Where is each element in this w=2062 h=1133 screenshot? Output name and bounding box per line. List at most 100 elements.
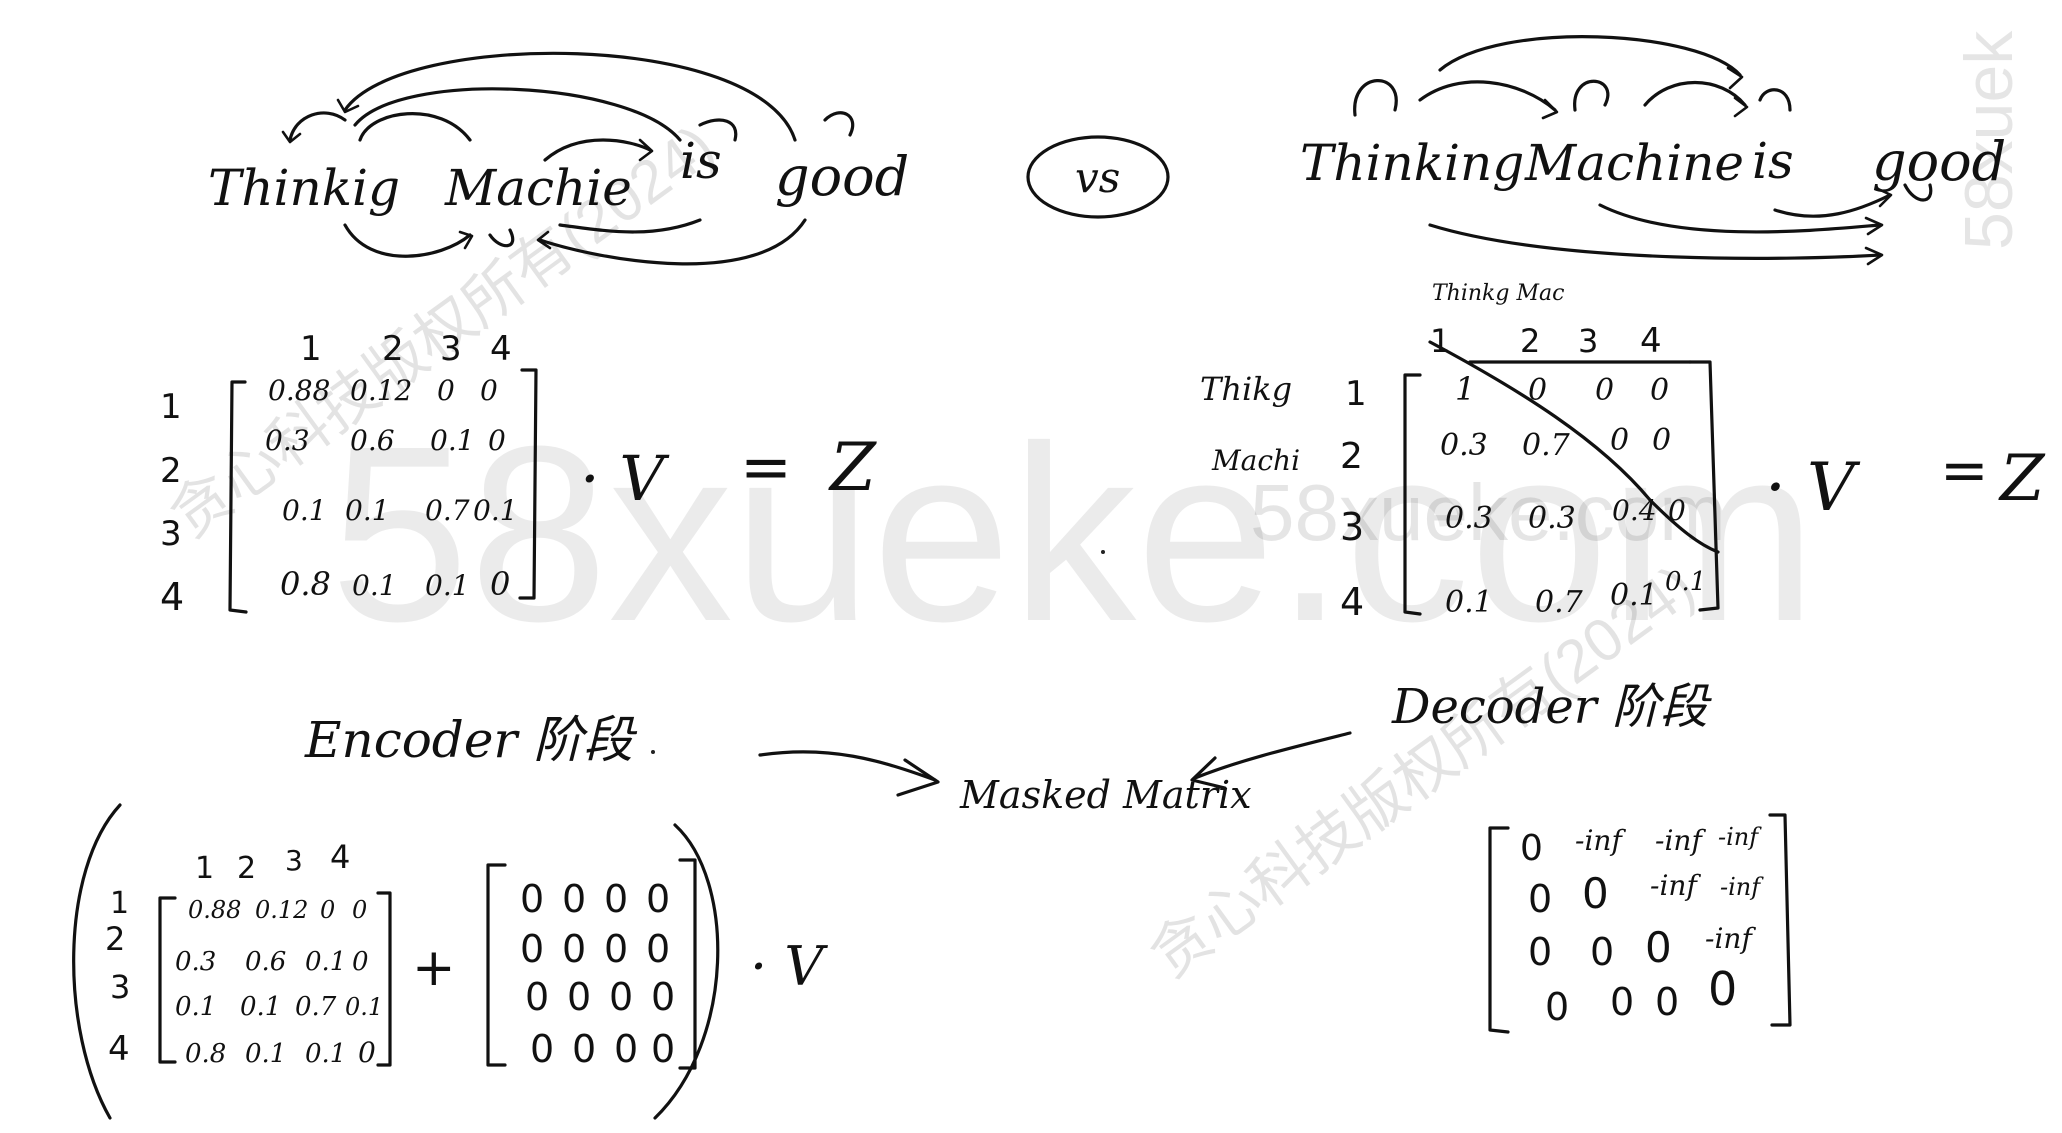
dec-cell: 0 — [1668, 494, 1686, 527]
arrowhead-e — [536, 230, 552, 250]
arc-machine-to-is-r — [1643, 80, 1747, 107]
enc-cell: 0 — [437, 374, 455, 407]
dec-right-bracket — [1688, 360, 1720, 612]
bl-col-header-3: 3 — [285, 844, 303, 877]
dec-cell: 0.1 — [1665, 567, 1706, 597]
enc-cell: 0.1 — [430, 424, 475, 457]
dec-z: Z — [1998, 442, 2046, 516]
decoder-attention-matrix: Thinkg Mac 1 2 3 4 Thikg Machi 1 2 3 4 1… — [1200, 281, 2046, 624]
zero-right-bracket — [678, 858, 697, 1070]
enc-cell: 0.1 — [345, 494, 390, 527]
zero-cell: 0 — [520, 927, 544, 971]
right-token-3: is — [1752, 132, 1794, 190]
enc-cell: 0 — [488, 424, 506, 457]
arrowhead-r-f — [1864, 246, 1884, 266]
mask-cell: 0 — [1708, 962, 1737, 1016]
vs-text: vs — [1075, 153, 1120, 202]
enc-cell: 0 — [490, 565, 510, 603]
mask-cell: -inf — [1650, 869, 1701, 902]
mask-cell: -inf — [1655, 824, 1706, 857]
enc-cell: 0.3 — [265, 424, 310, 457]
dec-cell: 0 — [1595, 373, 1614, 408]
watermark-big: 58xueke.com — [330, 394, 1817, 673]
zero-cell: 0 — [520, 877, 544, 921]
bl-cell: 0 — [352, 896, 367, 924]
mask-left-bracket — [1488, 826, 1510, 1034]
dec-row-header-1: 1 — [1345, 374, 1367, 414]
bl-cell: 0 — [320, 896, 335, 924]
arc-thinking-to-machine — [343, 223, 472, 258]
arrowhead-c — [638, 138, 654, 162]
enc-col-header-3: 3 — [440, 329, 462, 369]
enc-cell: 0.88 — [268, 374, 330, 407]
mask-cell: 0 — [1590, 930, 1614, 974]
bl-cell: 0.12 — [255, 896, 308, 924]
enc-equals: = — [740, 430, 792, 503]
dec-cell: 1 — [1455, 370, 1475, 408]
dec-left-bracket — [1403, 373, 1422, 616]
mask-cell: 0 — [1582, 869, 1609, 918]
enc-cell: 0.8 — [280, 565, 331, 603]
left-token-4: good — [775, 145, 909, 208]
bl-row-header-4: 4 — [108, 1029, 130, 1069]
enc-dot-v: · V — [580, 442, 670, 515]
bl-right-bracket — [376, 891, 392, 1067]
bl-cell: 0.1 — [245, 1039, 286, 1069]
enc-cell: 0.7 — [425, 494, 470, 527]
dec-row-word-label-1: Thikg — [1200, 370, 1292, 408]
mask-cell: -inf — [1720, 873, 1764, 901]
mask-cell: 0 — [1545, 985, 1569, 1029]
enc-row-header-3: 3 — [160, 514, 182, 554]
dec-col-header-1: 1 — [1430, 322, 1450, 360]
dec-row-header-3: 3 — [1340, 505, 1364, 549]
enc-row-header-1: 1 — [160, 387, 182, 427]
bl-row-header-1: 1 — [110, 886, 129, 921]
enc-right-bracket — [518, 368, 538, 600]
arc-is-to-good-r — [1773, 193, 1892, 218]
arc-self-machine — [488, 228, 515, 248]
encoder-mask-sum: 1 2 3 4 1 2 3 4 0.88 0.12 0 0 0.3 0.6 0.… — [72, 803, 828, 1120]
arrowhead-a — [336, 98, 360, 114]
dec-col-word-labels: Thinkg Mac — [1432, 281, 1564, 306]
dec-diagonal — [1428, 340, 1720, 554]
zero-cell: 0 — [530, 1027, 554, 1071]
mask-cell: 0 — [1655, 980, 1679, 1024]
zero-cell: 0 — [525, 975, 549, 1019]
mask-cell: 0 — [1610, 980, 1634, 1024]
dec-col-header-3: 3 — [1578, 322, 1598, 360]
right-token-1: Thinking — [1300, 134, 1524, 192]
bl-cell: 0 — [352, 947, 369, 977]
bl-cell: 0.1 — [175, 992, 216, 1022]
decoder-sentence: Thinking Machine is good — [1300, 130, 2006, 193]
enc-cell: 0.1 — [282, 494, 327, 527]
zero-cell: 0 — [614, 1027, 638, 1071]
bl-cell: 0.7 — [295, 992, 337, 1022]
encoder-attention-matrix: 1 2 3 4 1 2 3 4 0.88 0.12 0 0 0.3 0.6 0.… — [160, 329, 877, 619]
dec-cell: 0.1 — [1610, 578, 1658, 613]
dec-cell: 0.1 — [1445, 585, 1493, 620]
arc-self-is — [698, 118, 738, 142]
arc-is-to-machine — [558, 218, 702, 234]
mask-cell: 0 — [1528, 877, 1552, 921]
arrowhead-decoder-to-masked — [1190, 756, 1227, 790]
dec-dot-v: · V — [1765, 449, 1861, 526]
zero-cell: 0 — [562, 877, 586, 921]
watermark-medium: 58xueke.com — [1250, 468, 1726, 557]
dec-col-header-4: 4 — [1640, 321, 1662, 361]
big-left-paren — [72, 803, 122, 1120]
mask-right-bracket — [1768, 813, 1792, 1027]
zero-cell: 0 — [651, 1027, 675, 1071]
bl-col-header-2: 2 — [237, 851, 256, 886]
arrowhead-b — [281, 130, 302, 144]
enc-col-header-2: 2 — [382, 329, 404, 369]
bl-cell: 0.8 — [185, 1039, 226, 1069]
bl-dot-v: · V — [750, 935, 828, 998]
enc-cell: 0.1 — [352, 569, 397, 602]
arc-thinking-self — [1353, 79, 1398, 117]
bl-row-header-2: 2 — [105, 920, 125, 958]
arrowhead-r-d — [1874, 186, 1893, 208]
arrowhead-r-e — [1864, 216, 1884, 236]
enc-cell: 0.1 — [425, 569, 470, 602]
zero-cell: 0 — [646, 927, 670, 971]
